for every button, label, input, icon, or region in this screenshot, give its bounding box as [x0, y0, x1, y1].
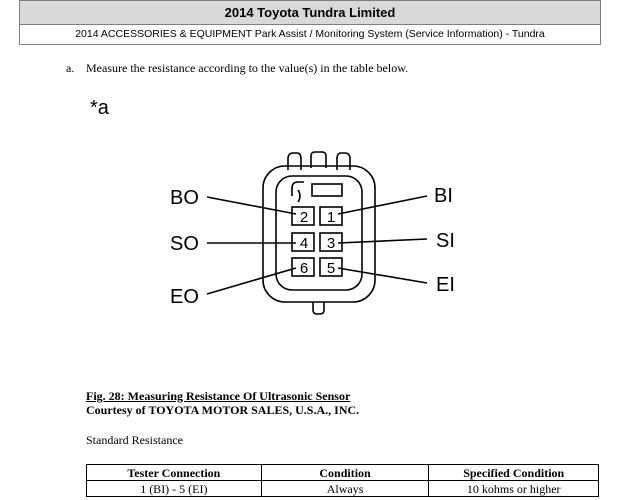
connector-top-tab-right [336, 152, 351, 170]
connector-top-tab-middle [310, 151, 327, 168]
table-row: 1 (BI) - 5 (EI) Always 10 kohms or highe… [86, 480, 599, 497]
cell-tester-connection: 1 (BI) - 5 (EI) [86, 480, 262, 497]
leader-line-ei [337, 267, 428, 284]
column-header-condition: Condition [260, 464, 430, 481]
table-header-row: Tester Connection Condition Specified Co… [86, 464, 599, 481]
cell-condition: Always [260, 480, 430, 497]
figure-callout: *a [90, 97, 110, 119]
leader-line-bi [337, 195, 428, 215]
connector-housing-outer [262, 165, 376, 303]
connector-key-slot [311, 183, 343, 197]
column-header-tester-connection: Tester Connection [86, 464, 262, 481]
connector-diagram: *a 2 1 4 [90, 97, 455, 315]
pin-cell-1 [319, 206, 343, 226]
pin-number-2: 2 [300, 209, 308, 226]
terminal-label-ei: EI [436, 274, 455, 296]
pin-number-1: 1 [327, 209, 335, 226]
pin-cell-2 [291, 206, 315, 226]
document-header: 2014 Toyota Tundra Limited 2014 ACCESSOR… [19, 0, 601, 45]
connector-pin-marker [297, 189, 301, 203]
pin-number-4: 4 [300, 235, 308, 252]
step-marker: a. [66, 61, 75, 75]
figure-courtesy: Courtesy of TOYOTA MOTOR SALES, U.S.A., … [86, 403, 360, 417]
leader-line-si [337, 238, 428, 244]
pin-cell-4 [291, 232, 315, 252]
connector-bottom-tab [312, 302, 325, 315]
cell-specified-condition: 10 kohms or higher [428, 480, 599, 497]
pin-cell-5 [319, 257, 343, 277]
terminal-label-bi: BI [434, 185, 453, 207]
leader-line-bo [206, 196, 297, 215]
pin-number-3: 3 [327, 235, 335, 252]
terminal-label-eo: EO [170, 286, 199, 308]
document-subtitle: 2014 ACCESSORIES & EQUIPMENT Park Assist… [75, 28, 545, 40]
specification-table: Tester Connection Condition Specified Co… [86, 464, 599, 497]
connector-top-tab-left [287, 152, 302, 170]
pin-number-6: 6 [300, 260, 308, 277]
pin-number-5: 5 [327, 260, 335, 277]
column-header-specified-condition: Specified Condition [428, 464, 599, 481]
procedure-step: a. Measure the resistance according to th… [66, 61, 408, 76]
figure-caption: Fig. 28: Measuring Resistance Of Ultraso… [86, 389, 359, 417]
connector-hook-marker [291, 181, 304, 196]
pin-cell-6 [291, 257, 315, 277]
terminal-label-si: SI [436, 230, 455, 252]
figure-title: Fig. 28: Measuring Resistance Of Ultraso… [86, 389, 351, 403]
connector-housing-inner [275, 175, 363, 291]
step-text: Measure the resistance according to the … [86, 61, 409, 75]
pin-cell-3 [319, 232, 343, 252]
document-title: 2014 Toyota Tundra Limited [20, 1, 600, 25]
terminal-label-so: SO [170, 233, 199, 255]
standard-resistance-label: Standard Resistance [86, 433, 183, 447]
terminal-label-bo: BO [170, 187, 199, 209]
leader-line-eo [206, 267, 297, 295]
